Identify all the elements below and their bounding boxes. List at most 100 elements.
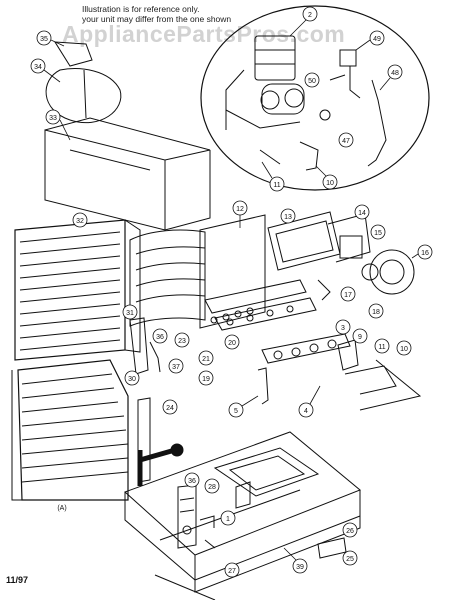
callout-35: 35 (36, 30, 65, 47)
svg-text:48: 48 (391, 70, 399, 77)
svg-text:11: 11 (273, 182, 280, 189)
svg-text:19: 19 (202, 376, 210, 383)
svg-text:30: 30 (128, 376, 136, 383)
control-board (177, 481, 251, 549)
callout-4: 4 (298, 385, 321, 418)
callout-1: 1 (220, 510, 236, 526)
fan-part (45, 41, 122, 124)
callout-10-top: 10 (315, 165, 338, 190)
callout-17: 17 (340, 286, 356, 302)
callout-47: 47 (338, 132, 354, 148)
svg-text:12: 12 (236, 206, 244, 213)
callout-21: 21 (198, 350, 214, 366)
svg-text:13: 13 (284, 214, 292, 221)
callout-30: 30 (124, 370, 140, 386)
callout-33: 33 (45, 109, 71, 141)
callout-2: 2 (289, 6, 318, 37)
svg-text:16: 16 (421, 250, 429, 257)
callout-19: 19 (198, 370, 214, 386)
date-code: 11/97 (6, 575, 29, 585)
callout-16: 16 (411, 244, 433, 260)
svg-text:36: 36 (156, 334, 164, 341)
callout-25: 25 (342, 550, 358, 566)
gas-valve-detail (200, 5, 430, 191)
svg-text:3: 3 (341, 325, 345, 332)
callout-36-upper: 36 (152, 328, 168, 344)
svg-text:26: 26 (346, 528, 354, 535)
reference-note: Illustration is for reference only. your… (82, 4, 231, 24)
heat-exchanger (129, 214, 266, 329)
callout-9: 9 (352, 328, 368, 344)
svg-text:11: 11 (378, 344, 385, 351)
svg-text:39: 39 (296, 564, 304, 571)
base-rail (194, 516, 361, 593)
svg-text:34: 34 (34, 64, 42, 71)
burner-assembly (204, 279, 359, 371)
watermark: AppliancePartsPros.com (62, 21, 346, 47)
callout-11-lower: 11 (374, 338, 390, 354)
svg-text:9: 9 (358, 334, 362, 341)
callout-26: 26 (342, 522, 358, 538)
pointer-arrow (137, 443, 184, 486)
callout-48: 48 (379, 64, 403, 91)
callout-14: 14 (354, 204, 370, 220)
callout-24: 24 (162, 399, 178, 415)
left-coil (14, 219, 141, 361)
callout-15: 15 (370, 224, 386, 240)
svg-text:2: 2 (308, 12, 312, 19)
callout-5: 5 (228, 395, 259, 418)
upper-housing (44, 117, 211, 231)
svg-text:32: 32 (76, 218, 84, 225)
reference-note-line-2: your unit may differ from the one shown (82, 14, 232, 24)
part-25 (317, 537, 347, 559)
svg-text:1: 1 (226, 516, 230, 523)
callout-31: 31 (122, 304, 138, 320)
inducer-assembly (267, 211, 415, 301)
svg-text:(A): (A) (57, 505, 66, 512)
callout-39: 39 (283, 547, 308, 574)
svg-text:5: 5 (234, 408, 238, 415)
svg-text:49: 49 (373, 36, 381, 43)
callout-11-top: 11 (261, 161, 285, 192)
svg-text:50: 50 (308, 78, 316, 85)
callout-27: 27 (224, 562, 240, 578)
svg-text:20: 20 (228, 340, 236, 347)
callout-20: 20 (224, 334, 240, 350)
svg-text:28: 28 (208, 484, 216, 491)
svg-text:36: 36 (188, 478, 196, 485)
front-coil (11, 359, 129, 501)
callout-13: 13 (280, 208, 296, 224)
reference-note-line-1: Illustration is for reference only. (82, 4, 200, 14)
callout-34: 34 (30, 58, 61, 83)
svg-text:23: 23 (178, 338, 186, 345)
svg-text:10: 10 (400, 346, 408, 353)
callout-49: 49 (355, 30, 385, 51)
base-pan (124, 431, 361, 600)
callout-A: (A) (57, 505, 66, 512)
svg-text:31: 31 (126, 310, 134, 317)
svg-text:37: 37 (172, 364, 180, 371)
svg-text:35: 35 (40, 36, 48, 43)
svg-text:10: 10 (326, 180, 334, 187)
svg-text:25: 25 (346, 556, 354, 563)
callout-3: 3 (335, 319, 351, 335)
svg-text:24: 24 (166, 405, 174, 412)
svg-text:47: 47 (342, 138, 350, 145)
callout-32: 32 (72, 212, 88, 228)
callout-12: 12 (232, 200, 248, 228)
callout-28: 28 (204, 478, 220, 494)
igniter-parts (129, 317, 269, 405)
svg-text:14: 14 (358, 210, 366, 217)
callout-18: 18 (368, 303, 384, 319)
bracket-lower-right (344, 359, 422, 411)
callout-50: 50 (304, 72, 320, 88)
svg-text:17: 17 (344, 292, 352, 299)
callout-36-lower: 36 (184, 472, 200, 488)
callouts: 35 2 49 34 50 48 47 33 11 10 32 12 13 14… (30, 6, 433, 578)
callout-10-lower: 10 (396, 340, 412, 356)
callout-23: 23 (174, 332, 190, 348)
callout-37: 37 (168, 358, 184, 374)
svg-text:15: 15 (374, 230, 382, 237)
